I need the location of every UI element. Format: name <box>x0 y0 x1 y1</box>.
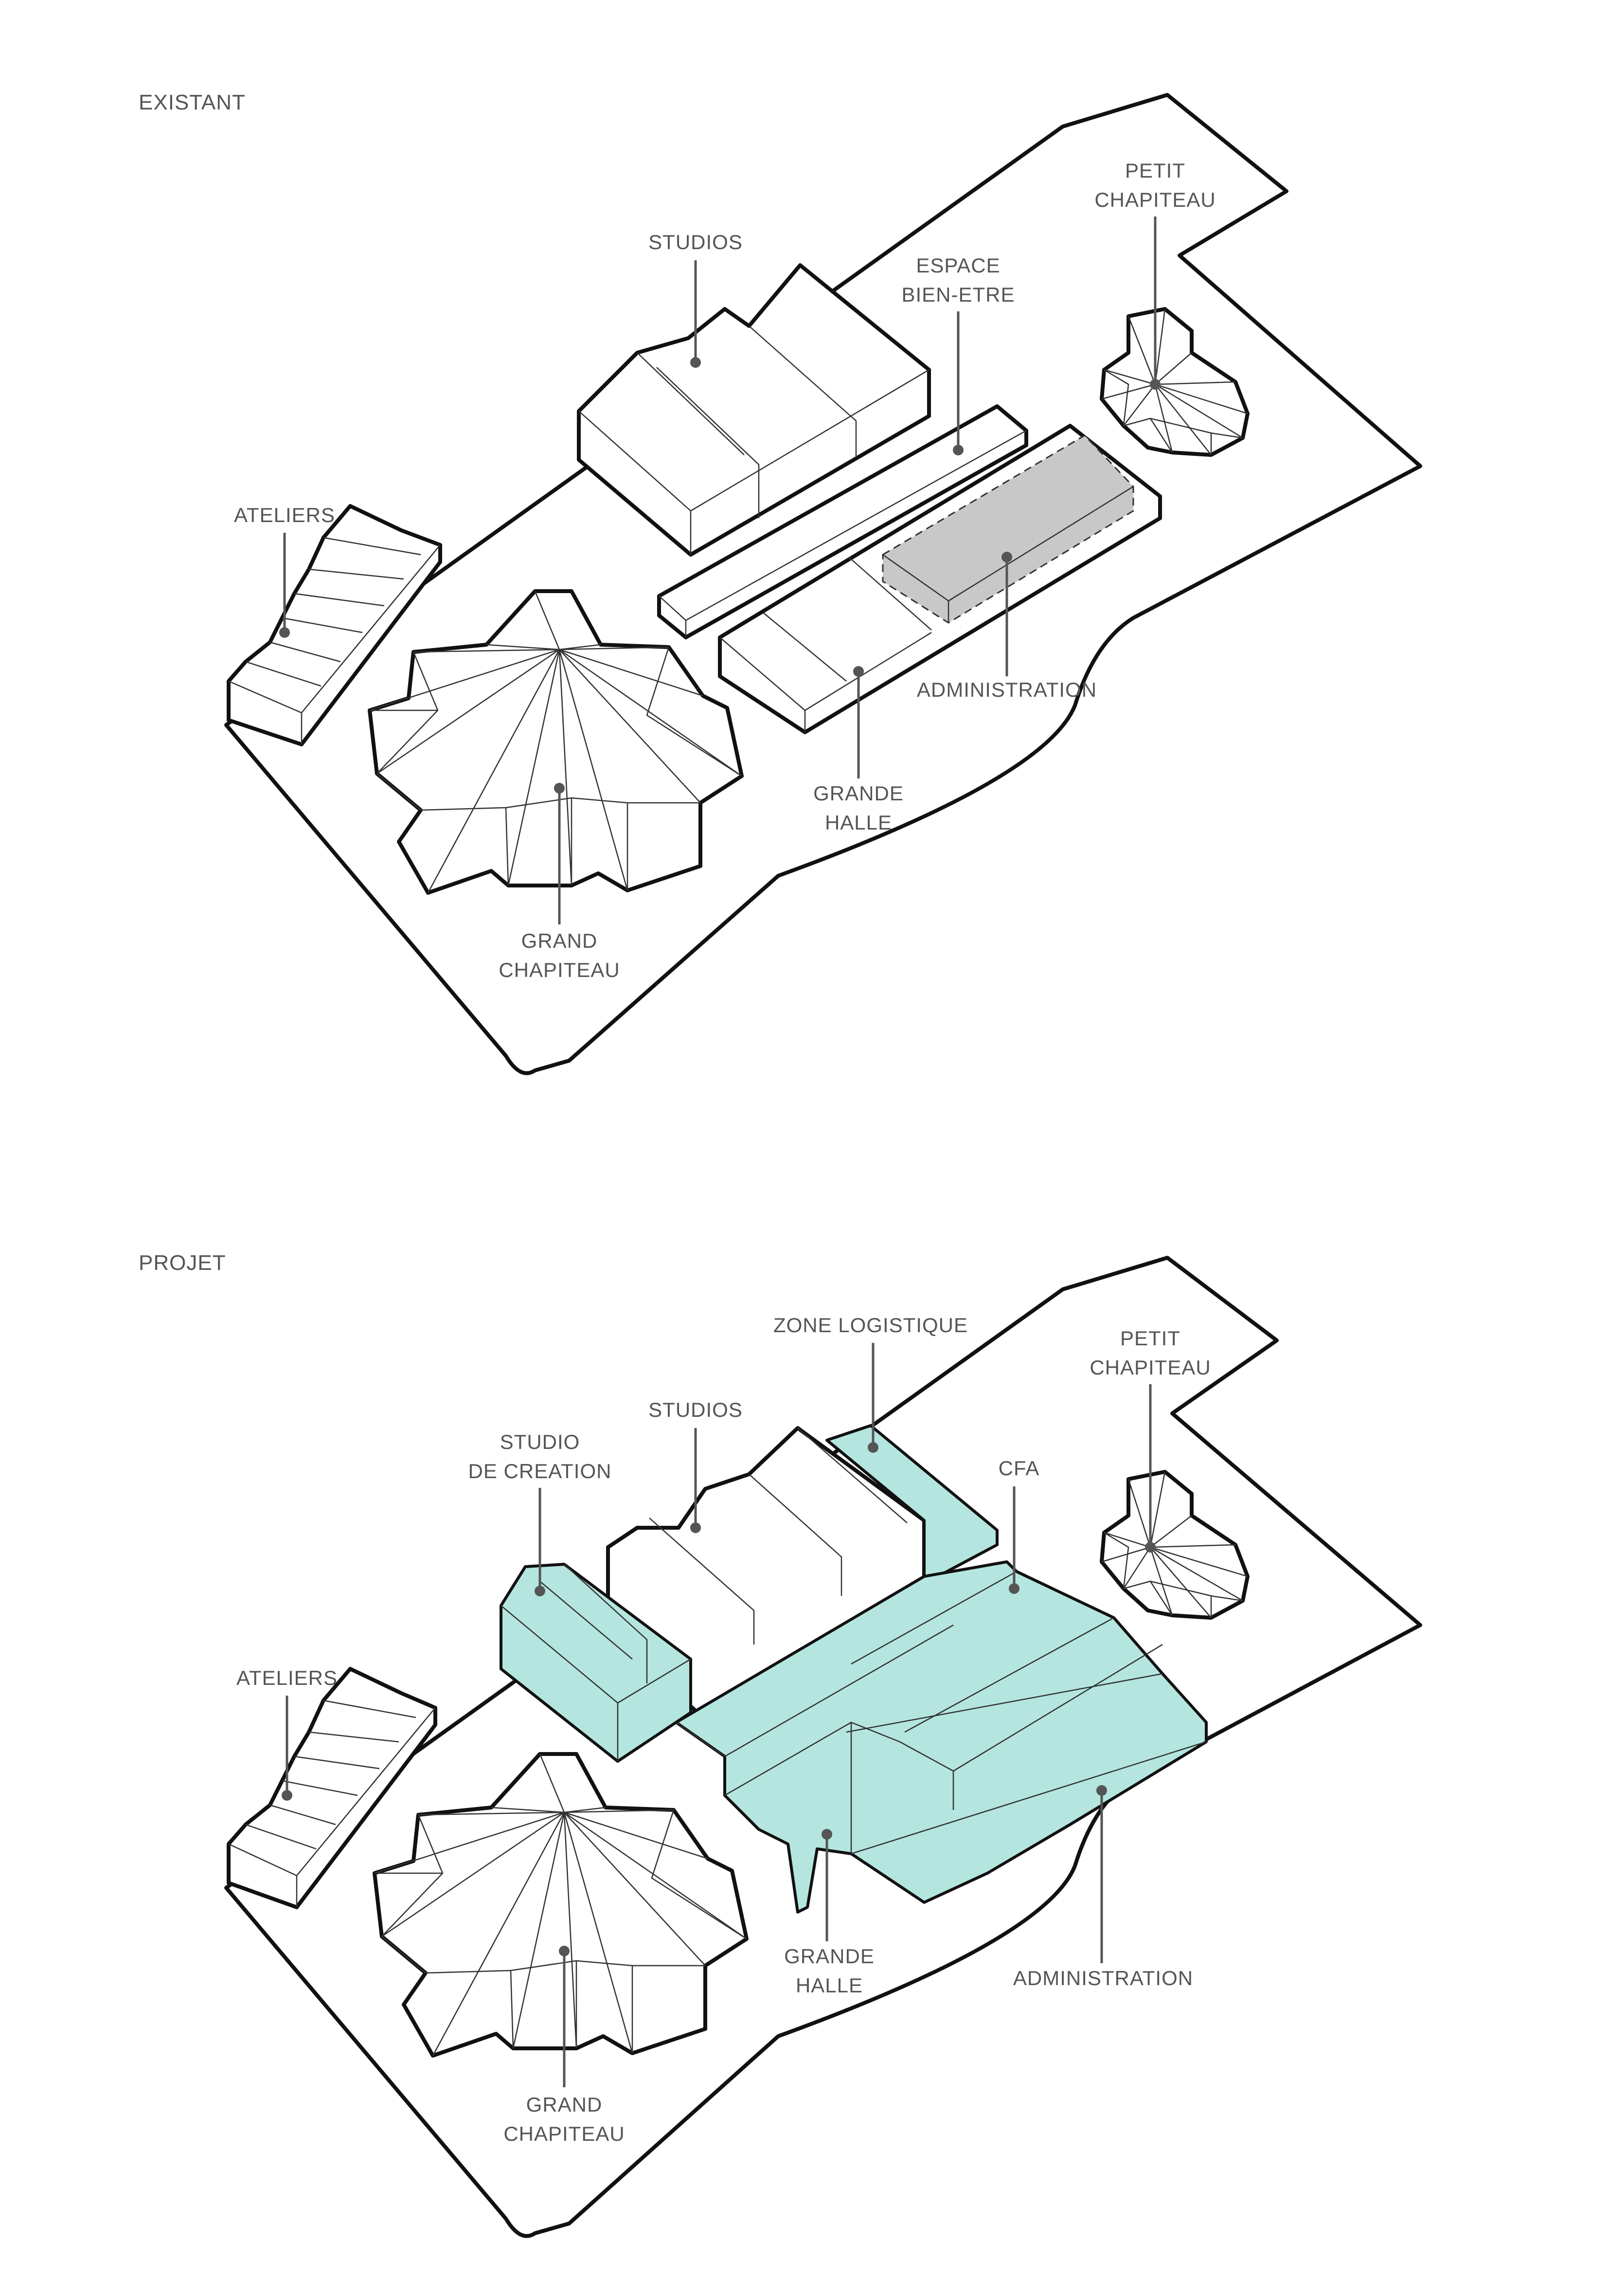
label-petit-1: PETIT <box>1120 1327 1180 1350</box>
label-grand-2: CHAPITEAU <box>503 2122 625 2145</box>
label-grande-1: GRANDE <box>813 782 904 805</box>
label-petit-2: CHAPITEAU <box>1094 188 1216 211</box>
projet-title: PROJET <box>139 1251 226 1275</box>
label-grande-2: HALLE <box>825 811 892 834</box>
label-petit-1: PETIT <box>1125 159 1185 182</box>
label-studios: STUDIOS <box>648 231 743 253</box>
existant-panel: EXISTANT <box>139 90 1422 1075</box>
existant-administration <box>882 434 1134 624</box>
existant-espace-bien-etre <box>657 404 1028 639</box>
existant-petit-chapiteau <box>1100 307 1250 457</box>
label-grand-1: GRAND <box>526 2093 603 2116</box>
projet-grand-chapiteau <box>373 1752 749 2058</box>
label-espace-2: BIEN-ETRE <box>901 283 1015 306</box>
label-studio-1: STUDIO <box>500 1430 580 1453</box>
projet-ateliers <box>227 1667 437 1909</box>
existant-studios <box>577 263 931 557</box>
label-espace-1: ESPACE <box>916 254 1000 277</box>
projet-panel: PROJET <box>139 1251 1422 2238</box>
label-grand-2: CHAPITEAU <box>499 958 620 981</box>
existant-labels: STUDIOS ESPACE BIEN-ETRE PETIT CHAPITEAU… <box>234 159 1216 981</box>
label-grande-1: GRANDE <box>784 1945 875 1968</box>
label-grande-2: HALLE <box>796 1974 863 1997</box>
projet-labels: ZONE LOGISTIQUE PETIT CHAPITEAU STUDIO D… <box>236 1314 1211 2145</box>
label-cfa: CFA <box>999 1457 1040 1480</box>
existant-grand-chapiteau <box>368 589 744 895</box>
label-petit-2: CHAPITEAU <box>1090 1356 1211 1379</box>
label-studio-2: DE CREATION <box>468 1460 612 1482</box>
projet-studio-de-creation <box>500 1563 692 1763</box>
label-ateliers: ATELIERS <box>236 1666 338 1689</box>
projet-petit-chapiteau <box>1100 1470 1250 1620</box>
label-administration: ADMINISTRATION <box>1013 1967 1193 1989</box>
label-zone-logistique: ZONE LOGISTIQUE <box>773 1314 968 1337</box>
label-administration: ADMINISTRATION <box>917 678 1097 701</box>
label-studios: STUDIOS <box>648 1398 743 1421</box>
existant-title: EXISTANT <box>139 90 246 114</box>
label-grand-1: GRAND <box>521 929 598 952</box>
existant-ateliers <box>227 504 442 746</box>
projet-zone-logistique <box>825 1424 999 1585</box>
existant-site-boundary <box>224 93 1422 1075</box>
projet-cfa-grande-halle-administration <box>675 1560 1208 1914</box>
label-ateliers: ATELIERS <box>234 504 335 526</box>
